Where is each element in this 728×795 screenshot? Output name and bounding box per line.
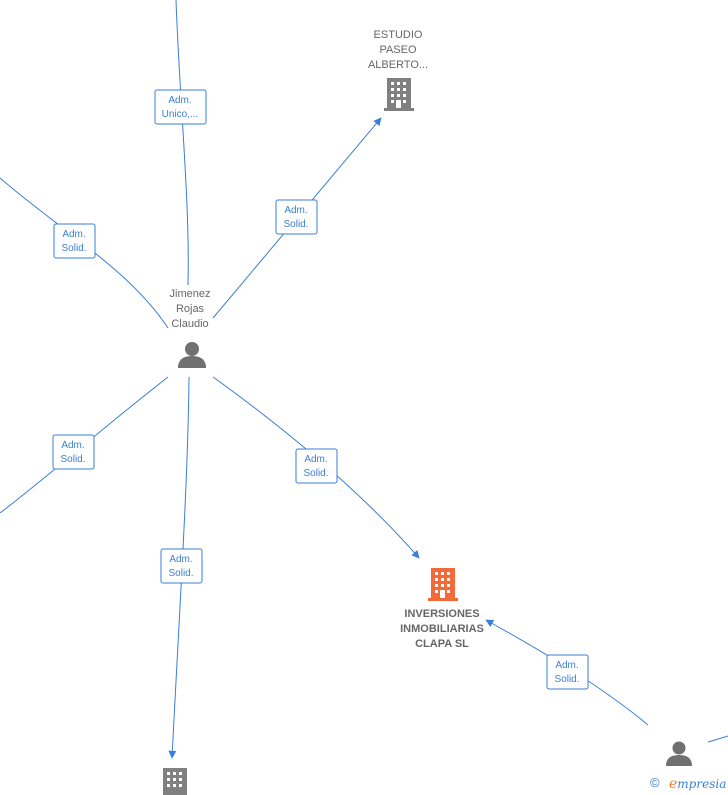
edge-label-line: Solid. xyxy=(60,454,85,465)
edge-label-estudio[interactable]: Adm. Solid. xyxy=(275,199,318,235)
edge-bottom xyxy=(168,376,190,759)
edge-label-line: Adm. xyxy=(168,95,191,106)
node-label-jimenez: Jimenez Rojas Claudio xyxy=(170,288,211,330)
edge-label-right[interactable]: Adm. Solid. xyxy=(546,654,589,690)
edge-label-line: Adm. xyxy=(169,554,192,565)
node-label-line: ALBERTO... xyxy=(368,59,428,71)
node-label-line: ESTUDIO xyxy=(374,29,423,41)
edge-label-bottom[interactable]: Adm. Solid. xyxy=(160,548,203,584)
node-label-line: INVERSIONES xyxy=(404,608,479,620)
node-label-estudio: ESTUDIO PASEO ALBERTO... xyxy=(368,29,428,71)
edge-label-top[interactable]: Adm. Unico,... xyxy=(154,89,207,125)
node-label-line: CLAPA SL xyxy=(415,638,469,650)
edge-label-line: Solid. xyxy=(168,568,193,579)
edge-label-line: Solid. xyxy=(554,674,579,685)
edge-label-line: Solid. xyxy=(283,219,308,230)
edge-right-offscreen xyxy=(707,735,728,743)
brand-initial: e xyxy=(669,776,678,792)
edge-label-line: Solid. xyxy=(303,468,328,479)
person-icon[interactable] xyxy=(666,741,692,767)
node-label-line: Jimenez xyxy=(170,288,211,300)
building-icon[interactable] xyxy=(384,78,414,111)
edge-label-line: Solid. xyxy=(61,243,86,254)
copyright-symbol: © xyxy=(650,775,660,790)
node-label-inversiones: INVERSIONES INMOBILIARIAS CLAPA SL xyxy=(400,608,484,650)
edge-label-line: Adm. xyxy=(61,440,84,451)
edge-label-line: Adm. xyxy=(304,454,327,465)
edge-top xyxy=(175,0,189,286)
node-label-line: Claudio xyxy=(171,318,208,330)
edge-label-line: Adm. xyxy=(284,205,307,216)
node-label-line: Rojas xyxy=(176,303,205,315)
edge-label-line: Unico,... xyxy=(162,109,199,120)
edge-label-left-lower[interactable]: Adm. Solid. xyxy=(52,434,95,470)
brand-name: mpresia xyxy=(677,777,727,791)
building-icon[interactable] xyxy=(428,568,458,601)
edge-label-inversiones[interactable]: Adm. Solid. xyxy=(295,448,338,484)
node-label-line: PASEO xyxy=(379,44,417,56)
brand-logo: empresia xyxy=(669,776,726,792)
node-label-line: INMOBILIARIAS xyxy=(400,623,484,635)
edge-label-left-upper[interactable]: Adm. Solid. xyxy=(53,223,96,259)
edge-label-line: Adm. xyxy=(62,229,85,240)
edge-label-line: Adm. xyxy=(555,660,578,671)
person-icon[interactable] xyxy=(178,342,206,368)
building-icon[interactable] xyxy=(163,768,187,795)
